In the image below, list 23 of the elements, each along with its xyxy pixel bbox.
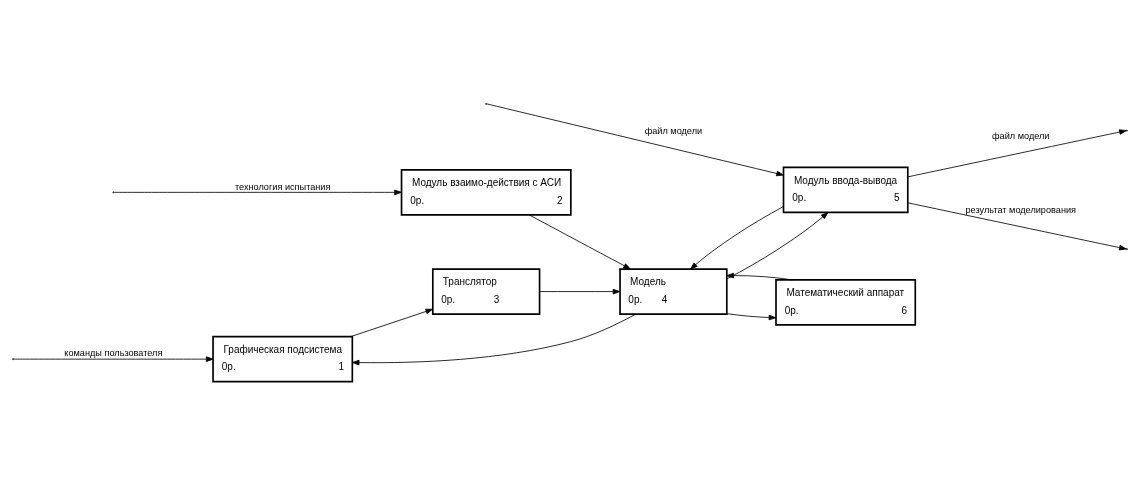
edge-label: технология испытания bbox=[234, 181, 331, 192]
edge-label: результат моделирования bbox=[965, 204, 1077, 215]
arrow bbox=[726, 272, 793, 280]
node-box: Модуль ввода-вывода 0р. 5 bbox=[782, 166, 909, 213]
arrow bbox=[113, 189, 402, 195]
arrow bbox=[690, 205, 784, 269]
arrow bbox=[528, 213, 631, 269]
edge-label: команды пользователя bbox=[64, 347, 163, 358]
arrow bbox=[351, 313, 636, 365]
arrow bbox=[726, 211, 829, 279]
node-box: Модуль взаимо-действия с АСИ 0р. 2 bbox=[400, 168, 572, 216]
node-box: Математический аппарат 0р. 6 bbox=[775, 278, 917, 326]
arrow bbox=[13, 355, 214, 362]
node-box: Графическая подсистема 0р. 1 bbox=[212, 335, 354, 382]
node-box: Модель 0р. 4 bbox=[619, 267, 728, 315]
arrow bbox=[907, 128, 1127, 177]
edge-label: файл модели bbox=[992, 130, 1050, 141]
arrow bbox=[350, 308, 434, 337]
edge-label: файл модели bbox=[644, 125, 703, 136]
node-box: Транслятор 0р. 3 bbox=[431, 267, 541, 315]
arrow bbox=[539, 288, 621, 294]
arrow bbox=[486, 103, 784, 176]
arrow bbox=[726, 312, 777, 320]
